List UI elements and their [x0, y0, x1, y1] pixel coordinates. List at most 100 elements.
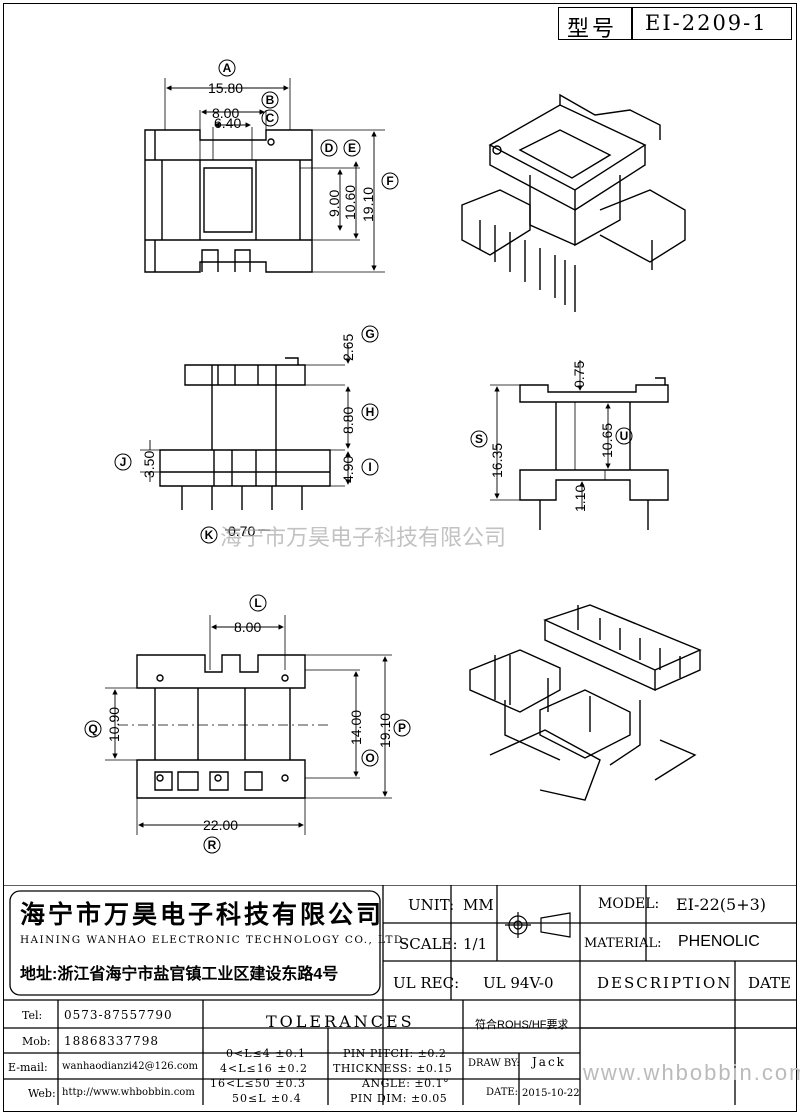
balloon-k: K: [200, 526, 218, 544]
dim-i: 4.90: [340, 456, 356, 483]
dim-j: 3.50: [141, 451, 157, 478]
dim-10-65: 10.65: [599, 423, 615, 458]
balloon-i: I: [361, 458, 379, 476]
balloon-l: L: [249, 594, 267, 612]
side-view: [490, 360, 669, 530]
tel-label: Tel:: [22, 1009, 43, 1022]
svg-text:Q: Q: [88, 722, 97, 736]
svg-text:U: U: [620, 429, 629, 443]
tol-range-1: 0<L≤4 ±0.1: [226, 1047, 306, 1060]
dim-q: 10.90: [106, 707, 122, 742]
svg-text:K: K: [205, 528, 214, 542]
svg-text:L: L: [254, 596, 261, 610]
email-value: wanhaodianzi42@126.com: [62, 1061, 198, 1072]
svg-text:F: F: [386, 174, 393, 188]
dim-1-10: 1.10: [572, 485, 588, 512]
drawby-value: Jack: [532, 1055, 566, 1069]
material-value: PHENOLIC: [678, 933, 760, 950]
svg-text:I: I: [368, 460, 371, 474]
balloon-c: C: [261, 109, 279, 127]
tol-range-4: 50≤L ±0.4: [232, 1092, 302, 1105]
dim-19-10: 19.10: [360, 187, 376, 222]
model-value: EI-22(5+3): [676, 895, 767, 914]
tol-item-4: PIN DIM: ±0.05: [350, 1092, 448, 1105]
svg-text:D: D: [325, 141, 334, 155]
mob-value: 18868337798: [64, 1034, 159, 1048]
dim-p: 19.10: [377, 713, 393, 748]
unit-value: MM: [463, 896, 494, 914]
dim-r: 22.00: [203, 817, 238, 833]
material-label: MATERIAL:: [584, 936, 662, 951]
balloon-s: S: [470, 430, 488, 448]
svg-text:O: O: [365, 751, 374, 765]
balloon-r: R: [203, 836, 221, 854]
dim-k: 0.70: [228, 523, 255, 539]
svg-text:H: H: [366, 405, 375, 419]
svg-text:E: E: [348, 141, 356, 155]
drawby-label: DRAW BY:: [468, 1058, 520, 1069]
dim-c: 6.40: [214, 115, 241, 131]
svg-text:R: R: [208, 838, 217, 852]
footer-watermark: www.whbobbin.com: [583, 1060, 800, 1085]
dim-0-75: 0.75: [571, 361, 587, 388]
company-name-cn: 海宁市万昊电子科技有限公司: [20, 901, 385, 929]
tol-range-3: 16<L≤50 ±0.3: [210, 1077, 306, 1090]
iso-view-top: [461, 93, 686, 312]
dim-h: 8.80: [340, 407, 356, 434]
watermark-company: 海宁市万昊电子科技有限公司: [220, 525, 506, 550]
dim-g: 2.65: [340, 334, 356, 361]
ulrec-value: UL 94V-0: [483, 974, 554, 992]
model-label: MODEL:: [598, 896, 660, 912]
ulrec-label: UL REC:: [393, 974, 460, 992]
model-box-divider: [631, 8, 633, 39]
model-box-value: EI-2209-1: [645, 11, 768, 35]
web-value: http://www.whbobbin.com: [62, 1087, 195, 1098]
tolerances-title: TOLERANCES: [266, 1012, 415, 1031]
balloon-a: A: [218, 59, 236, 77]
dim-10-60: 10.60: [342, 185, 358, 220]
scale-value: 1/1: [463, 935, 488, 953]
company-name-en: HAINING WANHAO ELECTRONIC TECHNOLOGY CO.…: [20, 934, 409, 946]
balloon-p: P: [393, 719, 411, 737]
description-label: DESCRIPTION: [597, 974, 733, 992]
svg-text:C: C: [266, 111, 275, 125]
date-label: DATE: [748, 974, 791, 992]
balloon-d: D: [320, 139, 338, 157]
balloon-f: F: [381, 172, 399, 190]
mob-label: Mob:: [22, 1035, 51, 1048]
balloon-q: Q: [84, 720, 102, 738]
tel-value: 0573-87557790: [64, 1008, 173, 1022]
dim-9: 9.00: [326, 190, 342, 217]
balloon-g: G: [361, 325, 379, 343]
date2-value: 2015-10-22: [522, 1088, 580, 1099]
dim-a: 15.80: [208, 80, 243, 96]
balloon-b: B: [261, 91, 279, 109]
balloon-u: U: [615, 427, 633, 445]
model-box: 型号 EI-2209-1: [558, 7, 792, 42]
iso-view-bottom: [469, 604, 702, 801]
top-view: [144, 78, 385, 273]
balloon-o: O: [361, 749, 379, 767]
company-address: 地址:浙江省海宁市盐官镇工业区建设东路4号: [20, 966, 339, 983]
svg-text:S: S: [475, 432, 483, 446]
svg-text:B: B: [266, 93, 275, 107]
unit-label: UNIT:: [408, 896, 455, 914]
bottom-view: [105, 615, 392, 835]
tol-item-3: ANGLE: ±0.1°: [362, 1077, 450, 1090]
balloon-h: H: [361, 403, 379, 421]
front-view: [140, 345, 351, 531]
email-label: E-mail:: [8, 1061, 48, 1074]
svg-text:A: A: [223, 61, 232, 75]
tol-item-2: THICKNESS: ±0.15: [333, 1062, 453, 1075]
rohs-note: 符合ROHS/HF要求: [475, 1019, 569, 1031]
balloon-j: J: [114, 453, 132, 471]
scale-label: SCALE:: [399, 935, 458, 953]
tol-range-2: 4<L≤16 ±0.2: [220, 1062, 308, 1075]
technical-drawing: 15.80 8.00 6.40 9.00 10.60 19.10 2.65 8.…: [84, 59, 702, 854]
dim-16-35: 16.35: [489, 443, 505, 478]
dim-l: 8.00: [234, 619, 261, 635]
svg-text:J: J: [120, 455, 127, 469]
date2-label: DATE:: [486, 1087, 519, 1098]
svg-text:P: P: [398, 721, 406, 735]
tol-item-1: PIN PITCH: ±0.2: [343, 1047, 447, 1060]
